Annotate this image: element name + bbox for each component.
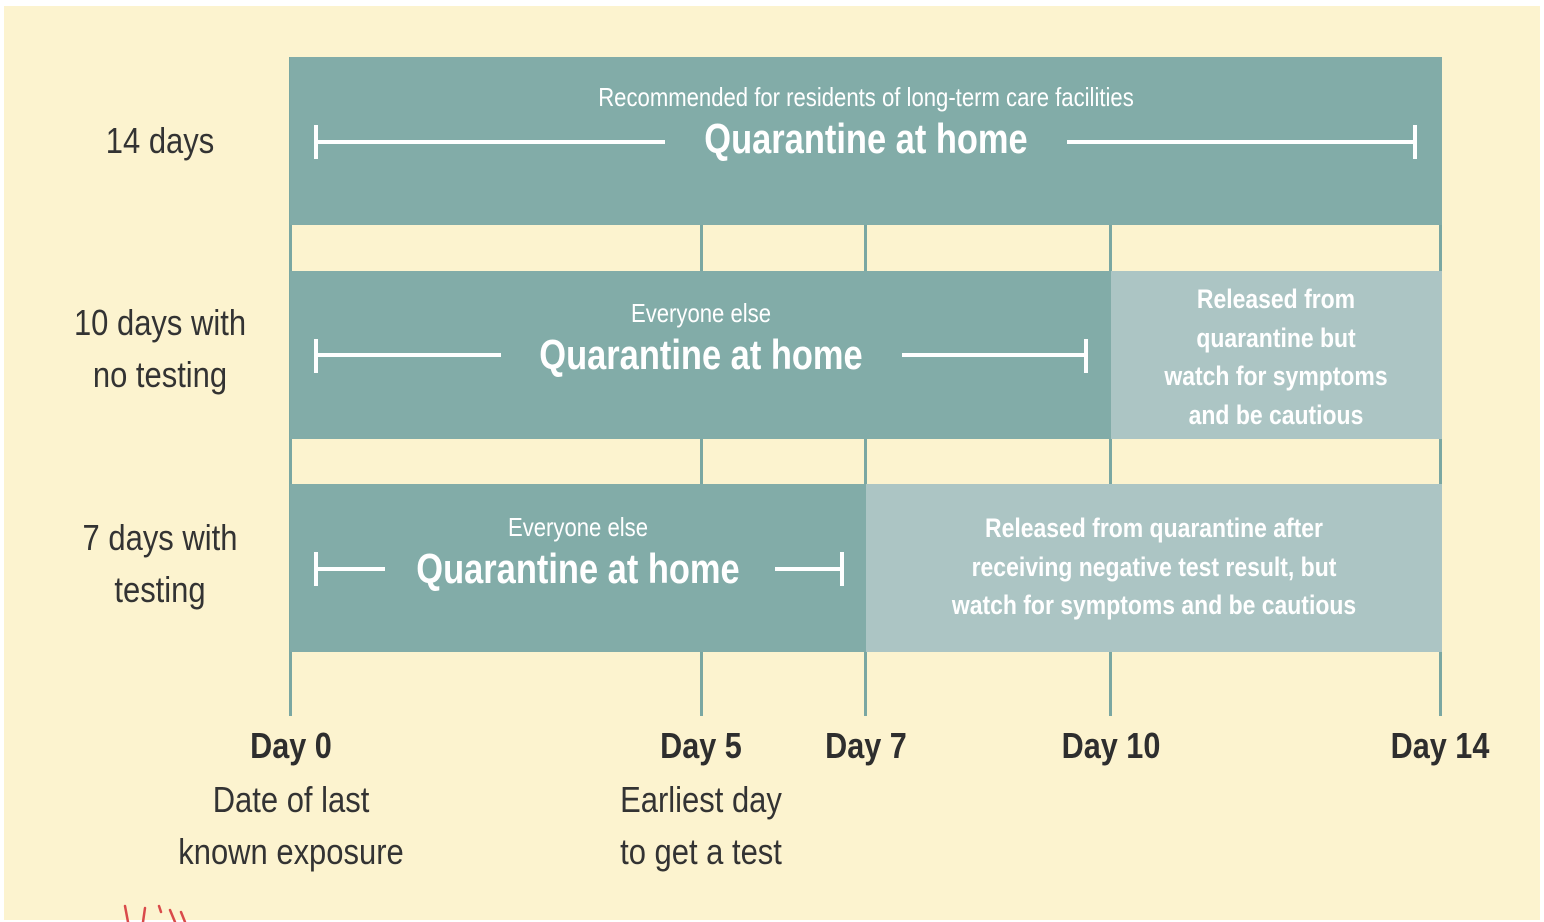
row-3-released-text: Released from quarantine after receiving… <box>951 513 1357 620</box>
row-1-subtitle: Recommended for residents of long-term c… <box>598 82 1134 112</box>
row-2-released-text: Released from quarantine but watch for s… <box>1164 284 1388 430</box>
day-7-label: Day 7 <box>825 725 907 766</box>
row-3-end-cap <box>840 552 844 586</box>
row-1-title: Quarantine at home <box>704 115 1028 162</box>
row-3-right-line <box>775 567 844 571</box>
row-label-14-days: 14 days <box>105 120 215 161</box>
released-bar-7-days <box>866 484 1442 652</box>
day-0-label: Day 0 <box>250 725 332 766</box>
day-10-label: Day 10 <box>1061 725 1161 766</box>
day-7-gridline <box>864 225 867 716</box>
row-label-7-days: 7 days with testing <box>82 517 238 610</box>
row-label-10-days: 10 days with no testing <box>73 302 247 395</box>
row-2-left-line <box>314 353 501 357</box>
row-2-right-line <box>902 353 1088 357</box>
day-5-label: Day 5 <box>660 725 742 766</box>
row-2-end-cap <box>1084 339 1088 373</box>
row-2-subtitle: Everyone else <box>630 298 772 328</box>
row-1-end-cap <box>1413 125 1417 159</box>
released-bar-10-days <box>1111 271 1442 439</box>
day-5-note: Earliest day to get a test <box>620 779 782 872</box>
row-3-title: Quarantine at home <box>416 545 740 592</box>
day-5-gridline <box>700 225 703 716</box>
row-3-subtitle: Everyone else <box>507 512 649 542</box>
partial-decoration-icon <box>123 904 187 922</box>
row-1-left-line <box>314 140 665 144</box>
row-3-left-line <box>314 567 385 571</box>
day-0-note: Date of last known exposure <box>178 779 404 872</box>
row-2-title: Quarantine at home <box>539 331 863 378</box>
day-14-label: Day 14 <box>1390 725 1490 766</box>
quarantine-bar-7-days <box>290 484 866 652</box>
row-1-right-line <box>1067 140 1417 144</box>
day-10-gridline <box>1109 225 1112 716</box>
